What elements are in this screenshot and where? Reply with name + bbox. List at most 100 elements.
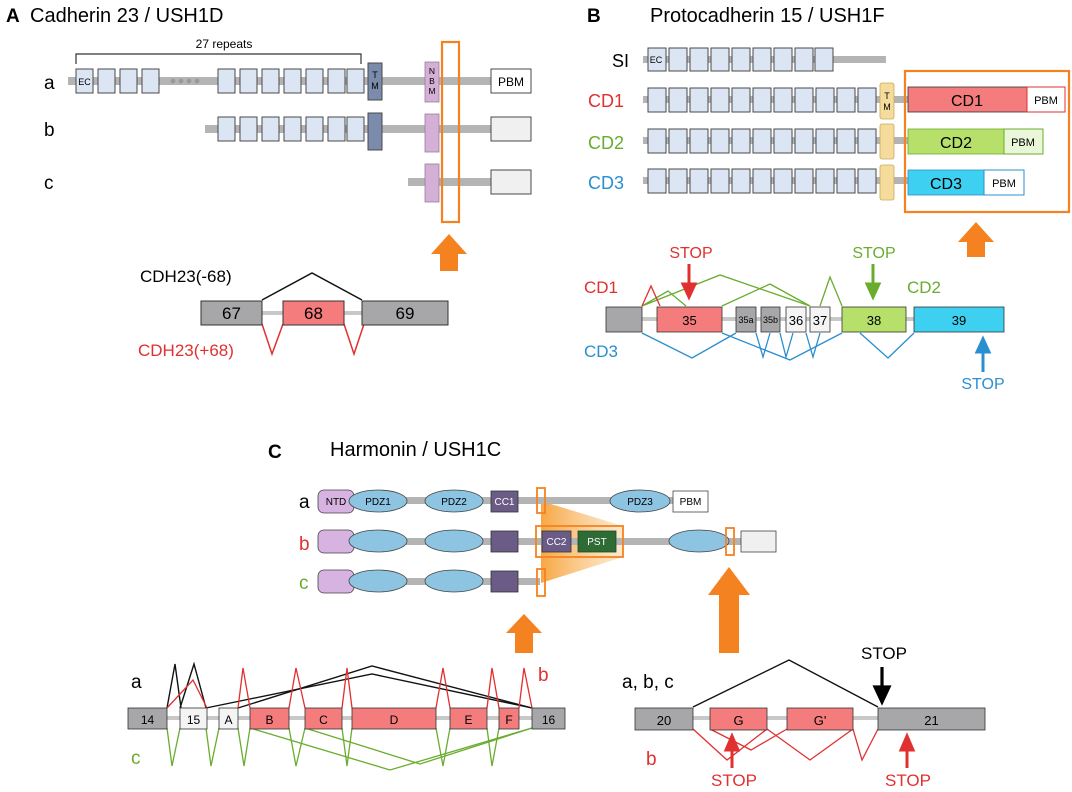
harmonin-exon-e-label: E	[464, 713, 472, 727]
harmonin-skip-junction-20-21	[692, 659, 879, 708]
pcdh15-cd3-junction-3	[755, 332, 771, 360]
panel-a-title: Cadherin 23 / USH1D	[30, 5, 223, 27]
harmonin-b-junction-b-c	[288, 667, 306, 709]
cdh23-exon68-highlight	[440, 40, 461, 224]
harmonin-exon-14-label: 14	[141, 713, 155, 727]
pcdh15-exon-35a-label: 35a	[738, 315, 753, 325]
harmonin-isoform-c-label: c	[299, 573, 309, 594]
harmonin-c-pdz1	[348, 569, 408, 593]
harmonin-exon-a	[218, 707, 239, 730]
pcdh15-cd3-ec-repeat	[668, 168, 688, 194]
harmonin-a-junction-a-16	[237, 665, 533, 709]
pcdh15-cd3-ec-repeat	[647, 168, 667, 194]
cdh23-a-ec-repeats	[75, 68, 365, 94]
harmonin-b-junction-d-e	[435, 667, 451, 709]
harmonin-a-pdz1	[348, 489, 408, 513]
cdh23-b-ec-repeat	[217, 116, 236, 142]
pcdh15-ec-label: EC	[650, 55, 663, 65]
harmonin-exon-e	[449, 707, 488, 730]
pcdh15-cd2-ec-repeat	[815, 128, 835, 154]
harmonin-b-junction-e-f	[486, 667, 500, 709]
pcdh15-cd1-ec-repeat	[794, 87, 814, 113]
pcdh15-tm-label-m: M	[883, 102, 891, 112]
pcdh15-cd2-ec-repeat	[668, 128, 688, 154]
pcdh15-exon-35b-label: 35b	[763, 315, 778, 325]
pcdh15-cd3-domain-label: CD3	[930, 176, 962, 193]
cdh23-a-ec-repeat	[217, 68, 236, 94]
panel-a: A Cadherin 23 / USH1D 27 repeats a b c E…	[6, 5, 532, 360]
pcdh15-cd1-domain-label: CD1	[951, 93, 983, 110]
harmonin-exon-f-label: F	[505, 713, 512, 727]
harmonin-pdz3-label: PDZ3	[627, 497, 653, 508]
pcdh15-cd3-row-label: CD3	[588, 173, 624, 193]
cdh23-exon-69-label: 69	[396, 304, 415, 323]
cdh23-nbm-label-m: M	[428, 86, 435, 96]
cdh23-exon-68-label: 68	[304, 304, 323, 323]
harmonin-b-pbm	[740, 530, 777, 553]
harmonin-c-junction-c-16	[304, 727, 533, 765]
pcdh15-up-arrow	[958, 222, 994, 257]
harmonin-a-pdz3	[609, 489, 671, 513]
pcdh15-cd3-ec-repeat	[773, 168, 793, 194]
cdh23-c-backbone	[408, 178, 500, 186]
harmonin-c-junction-c-d	[341, 727, 353, 767]
pcdh15-cd3-ec-repeat	[836, 168, 856, 194]
pcdh15-cd2-ec-repeat	[710, 128, 730, 154]
harmonin-b-pdz2	[424, 529, 484, 553]
pcdh15-cd2-domain	[907, 128, 1005, 155]
pcdh15-cd3-junction-5	[805, 332, 821, 360]
pcdh15-cd3-pbm	[983, 169, 1025, 196]
cdh23-a-ec-repeat	[283, 68, 302, 94]
cdh23-a-ec-repeat	[305, 68, 324, 94]
harmonin-exon-b-label: B	[265, 713, 273, 727]
pcdh15-tm-label-t: T	[884, 91, 890, 101]
harmonin-exon-21-label: 21	[924, 713, 938, 728]
pcdh15-cd3-ec-repeat	[731, 168, 751, 194]
cdh23-skip-junction	[261, 272, 363, 301]
pcdh15-stop-cd3-arrow	[974, 335, 992, 372]
harmonin-a-junction-14-15	[166, 663, 182, 709]
harmonin-left-c-label: c	[131, 748, 141, 769]
cdh23-c-nbm	[424, 163, 440, 203]
harmonin-left-intron	[128, 716, 565, 720]
harmonin-isoform-b-label: b	[299, 534, 310, 555]
harmonin-a-pbm	[672, 490, 709, 513]
harmonin-exon-d-label: D	[390, 713, 399, 727]
pcdh15-cd3-junction-1	[641, 332, 737, 359]
harmonin-c-junction-14-15	[166, 727, 181, 767]
pcdh15-exon-38	[841, 306, 907, 333]
harmonin-pst-label: PST	[587, 537, 606, 548]
cdh23-isoform-b-label: b	[44, 120, 55, 141]
panel-c-title: Harmonin / USH1C	[330, 439, 501, 461]
cdh23-up-arrow	[431, 234, 467, 271]
cdh23-isoform-c-label: c	[44, 173, 54, 194]
pcdh15-si-ec-repeat	[710, 47, 730, 72]
cdh23-a-ec-repeat	[261, 68, 280, 94]
pcdh15-si-ec-repeat	[752, 47, 772, 72]
harmonin-a-cc1	[490, 490, 519, 513]
harmonin-stop-g-arrow	[723, 732, 741, 768]
harmonin-stop-21-arrow	[898, 732, 916, 768]
pcdh15-stop-cd1-label: STOP	[669, 245, 712, 262]
harmonin-exon-14	[127, 707, 168, 730]
panel-b-title: Protocadherin 15 / USH1F	[650, 5, 885, 27]
cdh23-a-pbm	[490, 68, 532, 94]
pcdh15-exon-39-label: 39	[952, 313, 966, 328]
cdh23-plus68-label: CDH23(+68)	[138, 341, 234, 360]
pcdh15-si-ec-repeat	[773, 47, 793, 72]
harmonin-exon-20-label: 20	[657, 713, 671, 728]
pcdh15-cd1-junction	[641, 284, 661, 307]
pcdh15-si-ec-repeat	[794, 47, 814, 72]
pcdh15-exon-upstream	[605, 306, 643, 333]
harmonin-c-junction-b-c	[288, 727, 306, 767]
harmonin-b-pdz1	[348, 529, 408, 553]
cdh23-inclusion-junction-left	[261, 323, 284, 357]
harmonin-b-junction-a-b	[237, 667, 251, 709]
harmonin-exon-c	[304, 707, 343, 730]
pcdh15-exon-37	[809, 306, 831, 333]
pcdh15-cd1-tm	[879, 82, 895, 120]
harmonin-a-junction-15-a	[179, 661, 207, 709]
harmonin-c-pdz2	[424, 569, 484, 593]
cdh23-b-ec-repeat	[327, 116, 346, 142]
repeats-bracket	[75, 53, 362, 64]
